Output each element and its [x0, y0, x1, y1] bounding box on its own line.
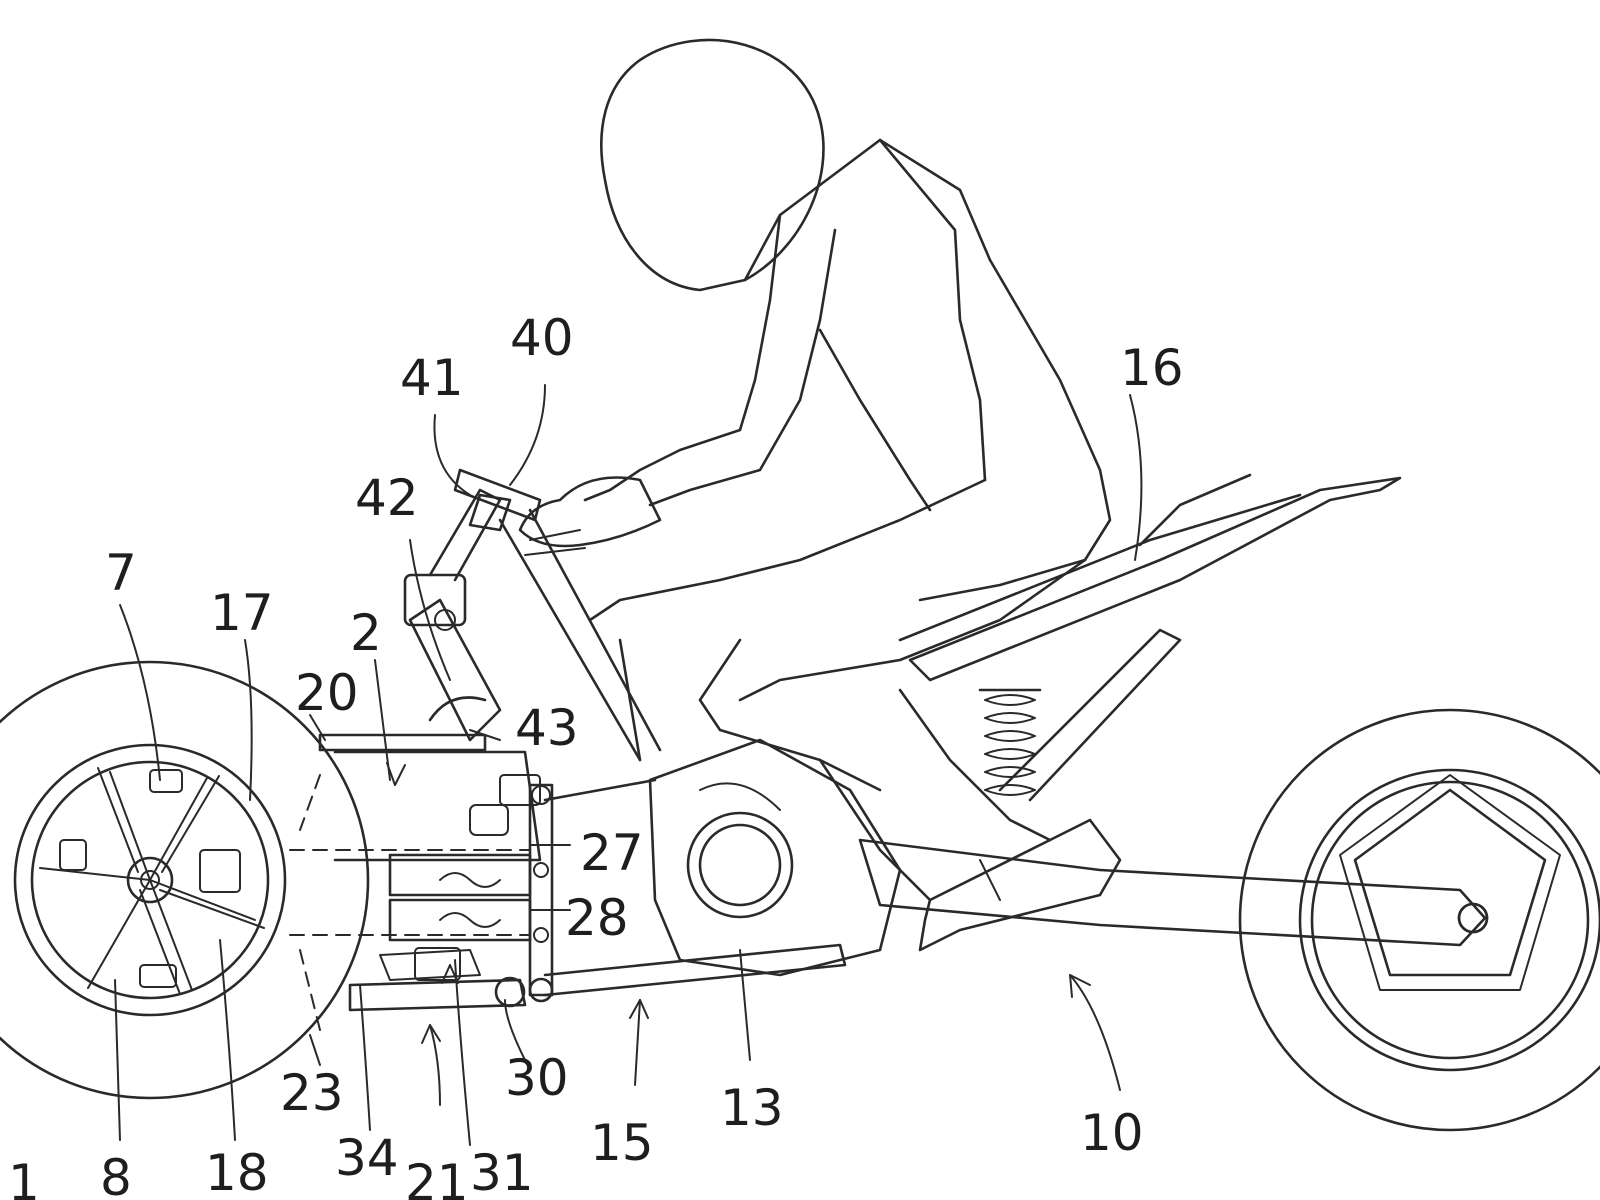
front-wheel [0, 660, 370, 1100]
label-43: 43 [515, 699, 579, 757]
label-8: 8 [100, 1149, 132, 1200]
label-31: 31 [470, 1144, 534, 1200]
label-34: 34 [335, 1129, 399, 1187]
label-10: 10 [1080, 1104, 1144, 1162]
leader-lines [114, 384, 1143, 1146]
label-20: 20 [295, 664, 359, 722]
rider [518, 38, 1122, 952]
label-1: 1 [8, 1154, 40, 1200]
label-7: 7 [105, 544, 137, 602]
reference-labels: 1 2 7 8 10 13 15 16 17 18 20 21 23 27 28… [8, 309, 1184, 1200]
label-21: 21 [405, 1154, 469, 1200]
frame-engine [498, 473, 1489, 997]
label-23: 23 [280, 1064, 344, 1122]
label-13: 13 [720, 1079, 784, 1137]
front-linkage [289, 468, 554, 1031]
label-15: 15 [590, 1114, 654, 1172]
label-41: 41 [400, 349, 464, 407]
label-17: 17 [210, 584, 274, 642]
label-28: 28 [565, 889, 629, 947]
label-40: 40 [510, 309, 574, 367]
label-42: 42 [355, 469, 419, 527]
label-2: 2 [350, 604, 382, 662]
label-27: 27 [580, 824, 644, 882]
label-18: 18 [205, 1144, 269, 1200]
label-30: 30 [505, 1049, 569, 1107]
label-16: 16 [1120, 339, 1184, 397]
rear-wheel [1238, 708, 1600, 1132]
